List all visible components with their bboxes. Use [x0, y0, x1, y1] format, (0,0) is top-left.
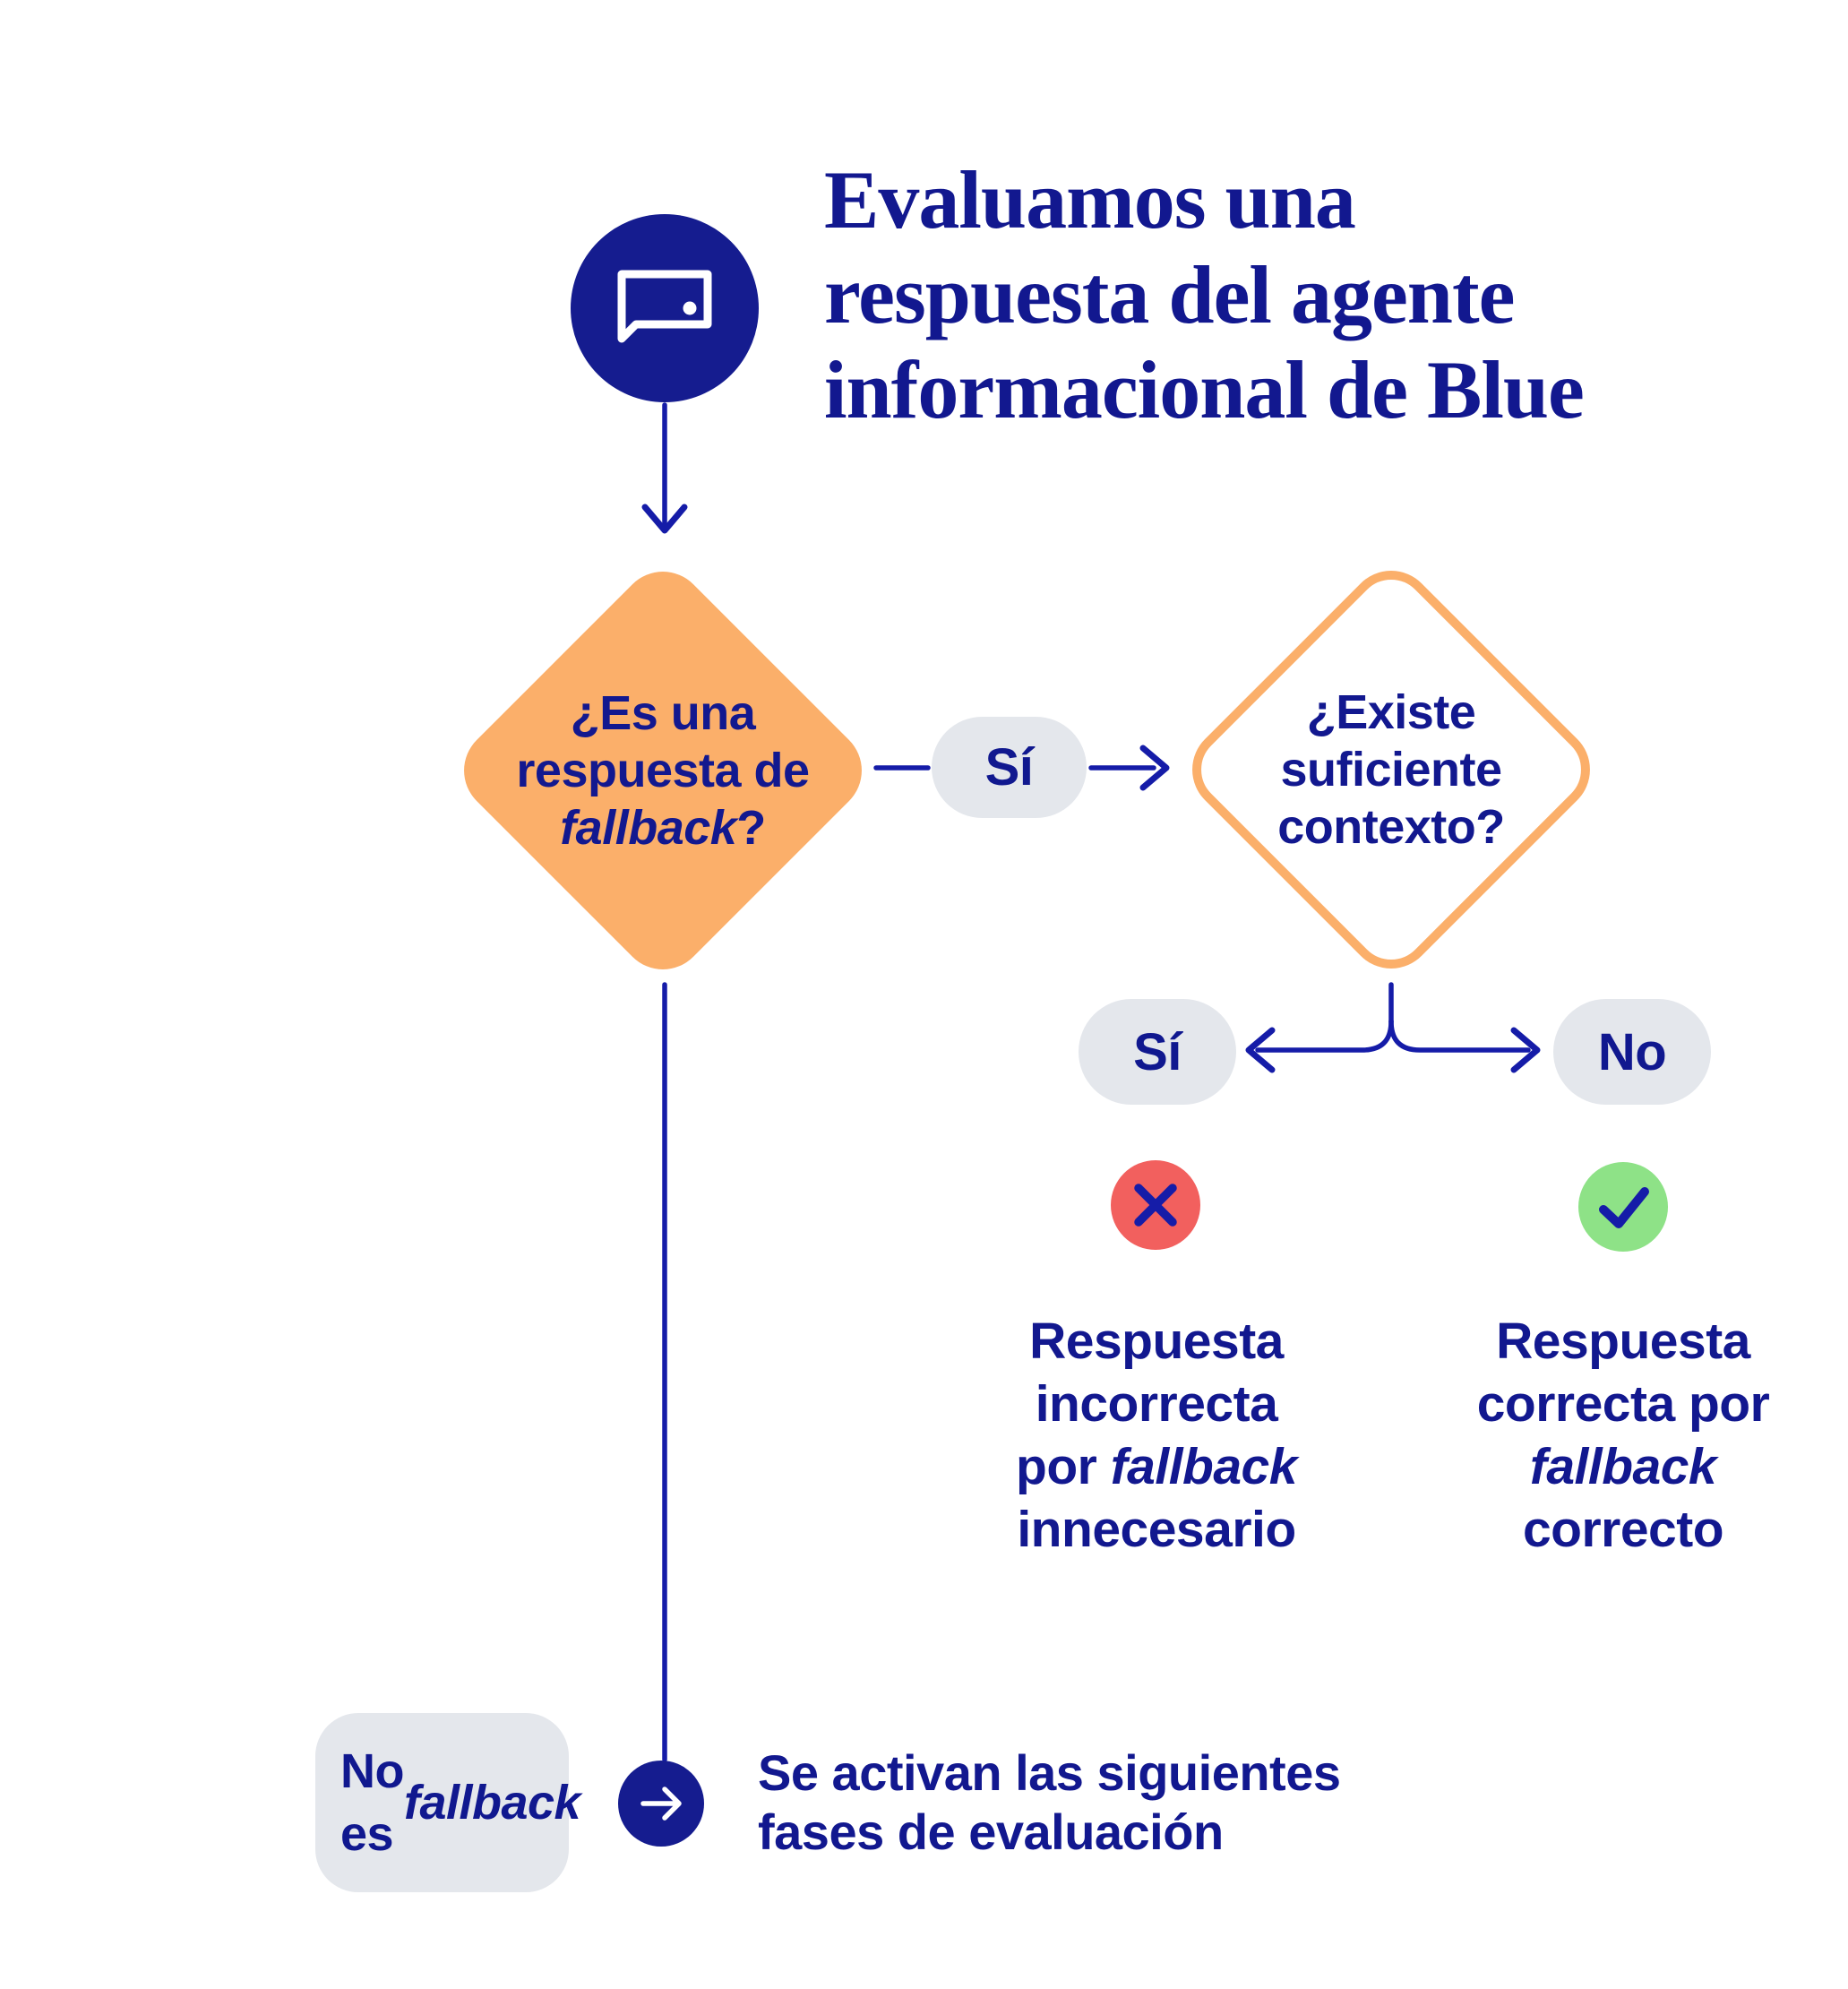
- arrowhead-left-icon: [1245, 1027, 1276, 1073]
- branch-label-yes: Sí: [1079, 999, 1236, 1105]
- arrowhead-down-icon: [641, 504, 688, 534]
- chat-bubble-icon: [617, 270, 712, 343]
- arrowhead-right2-icon: [1510, 1027, 1541, 1073]
- edge-label-yes: Sí: [932, 717, 1087, 818]
- branch-label-no: No: [1553, 999, 1711, 1105]
- arrowhead-right-icon: [1139, 745, 1170, 791]
- x-icon: [1134, 1184, 1177, 1227]
- correct-result-badge: [1578, 1162, 1668, 1252]
- chat-node: [571, 214, 759, 402]
- edge-branch-right: [1388, 1019, 1531, 1053]
- incorrect-result-badge: [1111, 1160, 1200, 1250]
- edge-branch-left: [1255, 1019, 1394, 1053]
- arrow-right-icon: [640, 1787, 682, 1821]
- check-icon: [1599, 1187, 1649, 1228]
- final-step-node: [618, 1761, 704, 1847]
